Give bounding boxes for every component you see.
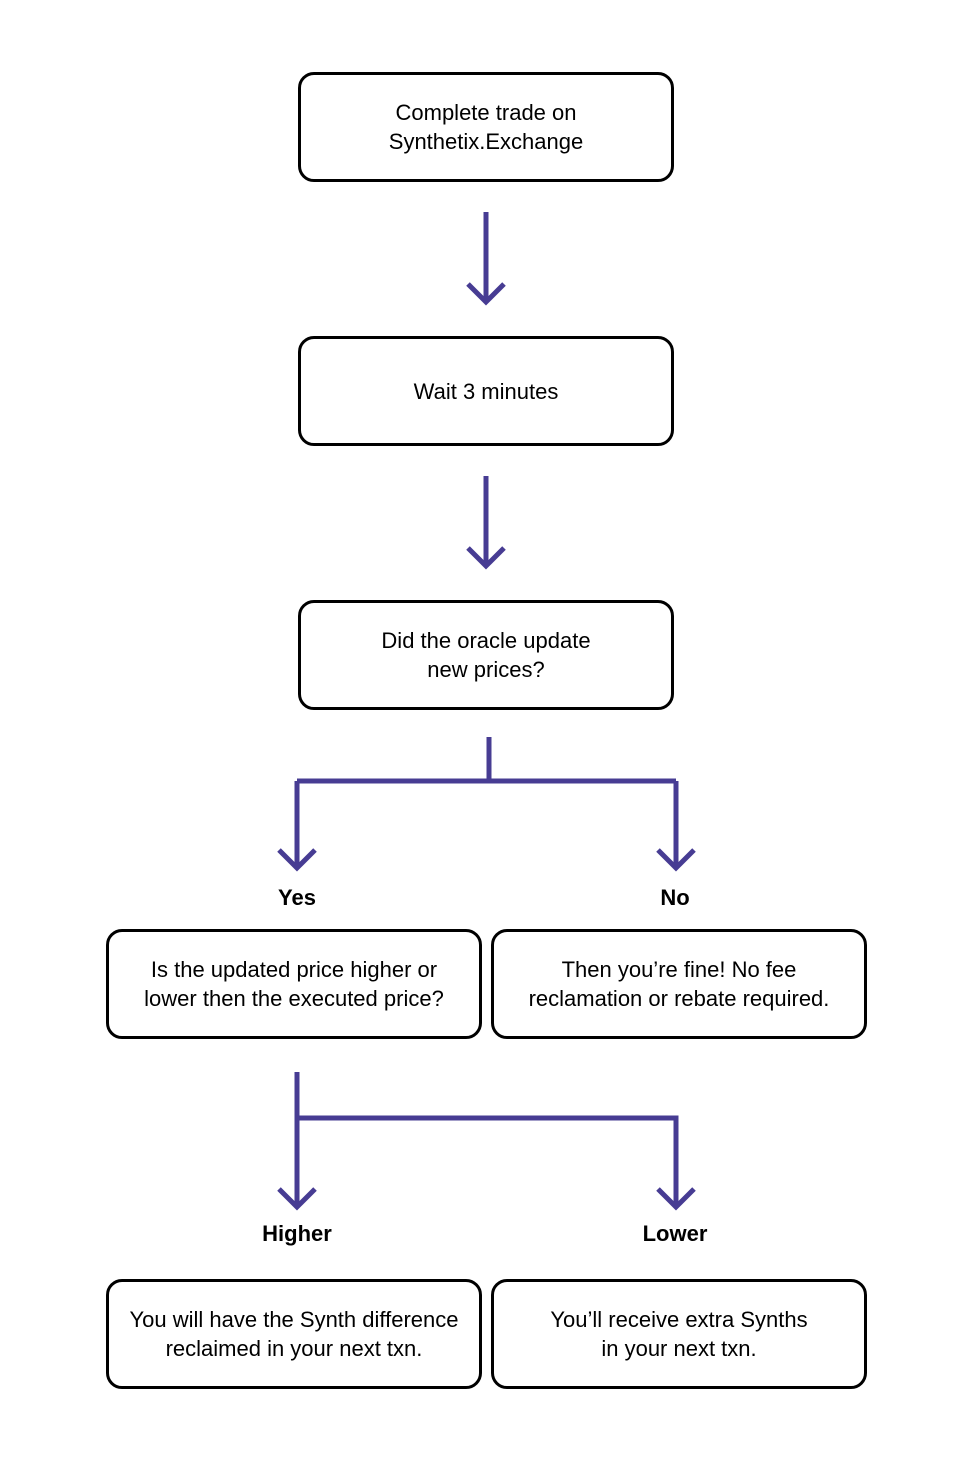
node-complete-trade: Complete trade on Synthetix.Exchange (298, 72, 674, 182)
node-extra-synths: You’ll receive extra Synths in your next… (491, 1279, 867, 1389)
node-complete-trade-line1: Complete trade on (395, 100, 577, 125)
node-compare-line1: Is the updated price higher or (150, 957, 438, 982)
node-no-fee-line1: Then you’re fine! No fee (561, 957, 797, 982)
node-compare-question: Is the updated price higher or lower the… (106, 929, 482, 1039)
branch-label-no: No (660, 885, 690, 910)
branch-label-higher: Higher (262, 1221, 332, 1246)
node-oracle-line2: new prices? (427, 657, 545, 682)
node-no-fee: Then you’re fine! No fee reclamation or … (491, 929, 867, 1039)
branch-label-lower: Lower (642, 1221, 708, 1246)
arrowhead-start-to-wait (466, 282, 506, 306)
node-reclaimed-line2: reclaimed in your next txn. (165, 1336, 423, 1361)
arrowhead-yes (277, 848, 317, 872)
node-no-fee-line2: reclamation or rebate required. (528, 986, 830, 1011)
node-oracle-line1: Did the oracle update (381, 628, 591, 653)
node-wait-line1: Wait 3 minutes (413, 378, 559, 404)
node-reclaimed: You will have the Synth difference recla… (106, 1279, 482, 1389)
arrowhead-lower (656, 1187, 696, 1211)
node-wait: Wait 3 minutes (298, 336, 674, 446)
node-extra-synths-line1: You’ll receive extra Synths (550, 1307, 808, 1332)
branch-compare-split (294, 1072, 679, 1207)
node-reclaimed-line1: You will have the Synth difference (129, 1307, 459, 1332)
arrowhead-wait-to-oracle (466, 546, 506, 570)
node-extra-synths-line2: in your next txn. (601, 1336, 757, 1361)
node-compare-line2: lower then the executed price? (144, 986, 444, 1011)
arrowhead-higher (277, 1187, 317, 1211)
arrowhead-no (656, 848, 696, 872)
node-oracle-question: Did the oracle update new prices? (298, 600, 674, 710)
branch-label-yes: Yes (278, 885, 316, 910)
node-complete-trade-line2: Synthetix.Exchange (388, 129, 584, 154)
branch-oracle-split (294, 737, 679, 868)
